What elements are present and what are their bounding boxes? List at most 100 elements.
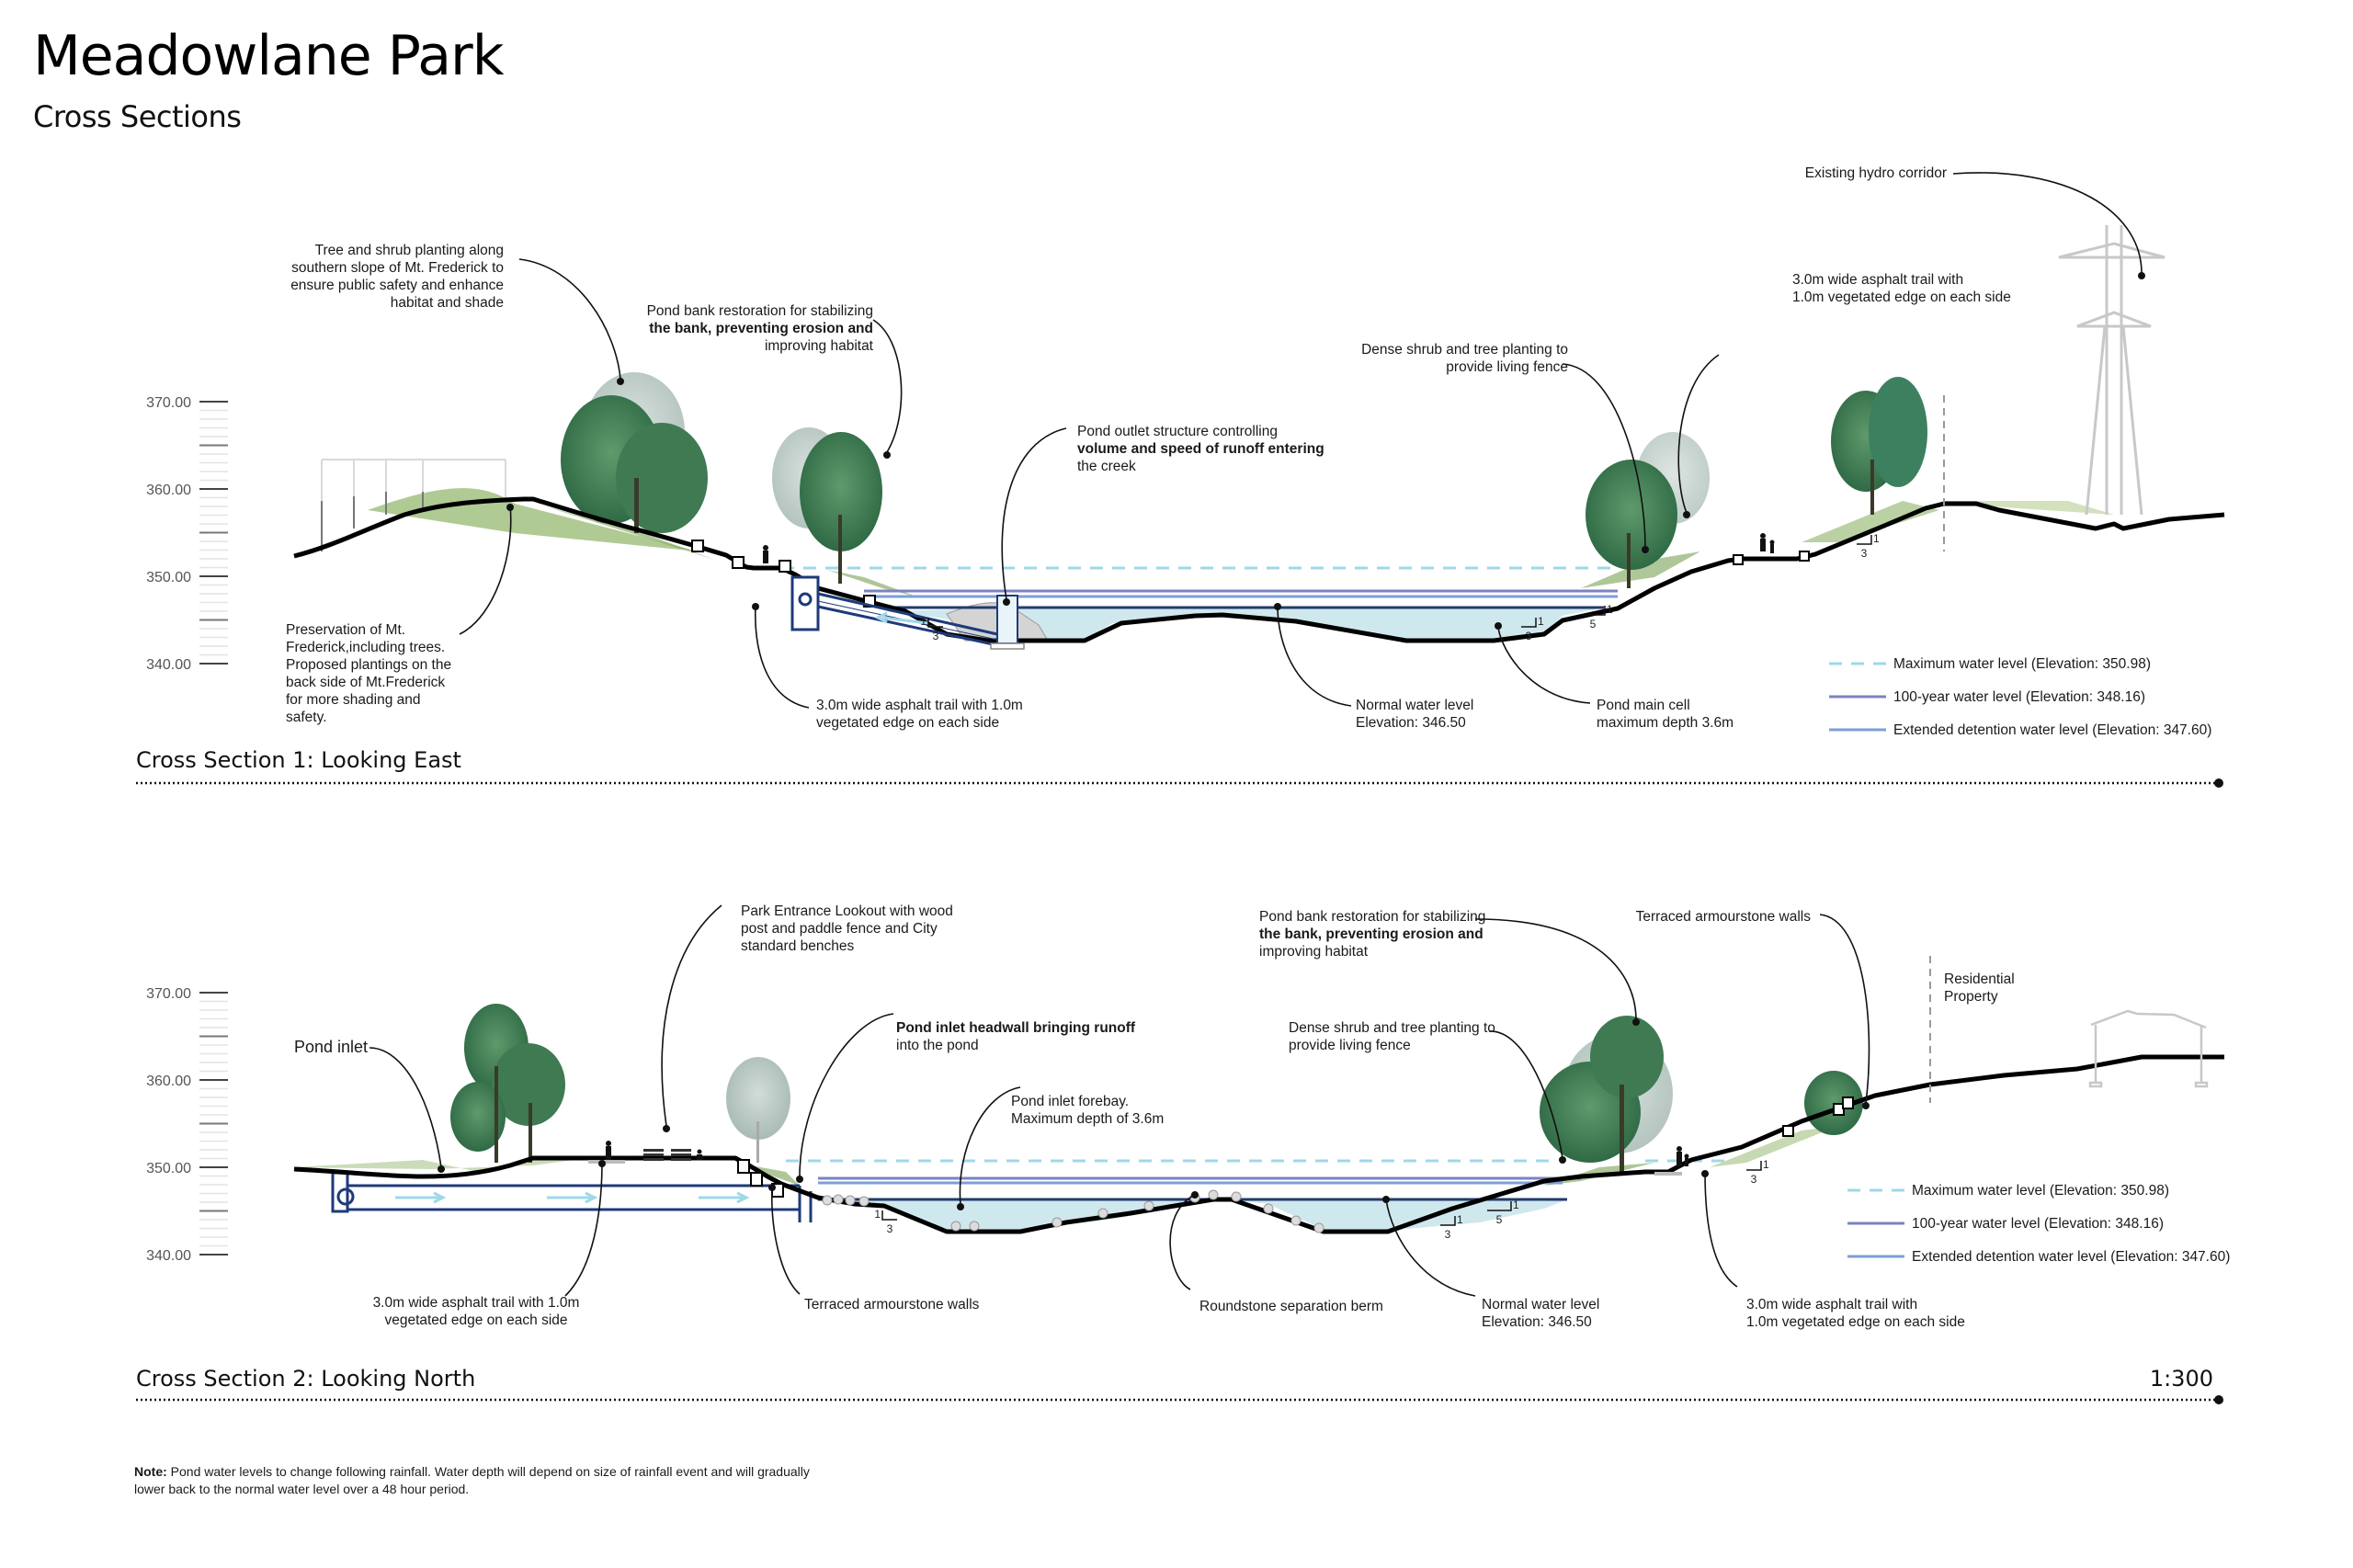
callout-line: safety. xyxy=(286,710,327,725)
legend-label: 100-year water level (Elevation: 348.16) xyxy=(1912,1216,2164,1232)
callout-line: improving habitat xyxy=(765,338,874,354)
svg-text:1: 1 xyxy=(1607,603,1613,616)
callout-line: for more shading and xyxy=(286,692,420,708)
callout-line: 1.0m vegetated edge on each side xyxy=(1746,1314,1965,1330)
divider-end-dot xyxy=(2214,778,2223,788)
outlet-structure xyxy=(790,575,998,647)
axis-tick-label: 370.00 xyxy=(146,395,191,411)
axis-tick-label: 370.00 xyxy=(146,986,191,1002)
callout-line: Elevation: 346.50 xyxy=(1356,715,1466,731)
callout-line: vegetated edge on each side xyxy=(384,1312,567,1328)
callout-line: habitat and shade xyxy=(391,295,504,311)
retaining-blocks xyxy=(691,540,1810,608)
svg-text:3: 3 xyxy=(1445,1228,1451,1241)
person-icon xyxy=(763,533,1775,563)
legend-item: Extended detention water level (Elevatio… xyxy=(1829,722,2211,738)
legend-item: 100-year water level (Elevation: 348.16) xyxy=(1847,1216,2164,1232)
section-title: Cross Section 1: Looking East xyxy=(136,747,461,773)
axis-tick-label: 350.00 xyxy=(146,570,191,585)
svg-text:1: 1 xyxy=(1873,532,1880,545)
callout-line: Pond inlet xyxy=(294,1038,368,1056)
callout-line: the bank, preventing erosion and xyxy=(649,321,873,336)
callout-line: Property xyxy=(1944,989,1998,1005)
callout-terraced-left: Terraced armourstone walls xyxy=(804,1297,980,1312)
svg-text:1: 1 xyxy=(1763,1158,1769,1171)
note-text: Pond water levels to change following ra… xyxy=(134,1464,810,1496)
water-levels xyxy=(781,566,1618,609)
flow-arrow-icon xyxy=(395,1191,750,1204)
callout-line: Pond main cell xyxy=(1597,698,1690,713)
callout-line: Preservation of Mt. xyxy=(286,622,405,638)
axis-tick-label: 340.00 xyxy=(146,657,191,673)
callout-line: Existing hydro corridor xyxy=(1805,165,1947,181)
callout-line: into the pond xyxy=(896,1038,979,1053)
callout-line: 3.0m wide asphalt trail with 1.0m xyxy=(816,698,1023,713)
trail-surface xyxy=(588,1160,625,1164)
svg-text:3: 3 xyxy=(1526,630,1532,642)
legend: Maximum water level (Elevation: 350.98) 1… xyxy=(1829,656,2211,738)
callout-line: Dense shrub and tree planting to xyxy=(1361,342,1568,358)
callout-pond-inlet: Pond inlet xyxy=(294,1038,368,1056)
callout-line: Normal water level xyxy=(1356,698,1473,713)
legend-item: Maximum water level (Elevation: 350.98) xyxy=(1829,656,2151,672)
callout-forebay: Pond inlet forebay.Maximum depth of 3.6m xyxy=(1011,1094,1164,1127)
drawing-scale: 1:300 xyxy=(2150,1366,2213,1392)
callout-line: 1.0m vegetated edge on each side xyxy=(1792,290,2011,305)
callout-line: standard benches xyxy=(741,938,854,954)
slope-ratio-marker: 13 xyxy=(1521,615,1544,642)
callout-line: Residential xyxy=(1944,971,2015,987)
callout-line: maximum depth 3.6m xyxy=(1597,715,1733,731)
callout-line: southern slope of Mt. Frederick to xyxy=(291,260,504,276)
svg-text:5: 5 xyxy=(1590,618,1597,631)
callout-line: Pond bank restoration for stabilizing xyxy=(1259,909,1485,925)
slope-ratio-marker: 13 xyxy=(920,615,943,642)
legend: Maximum water level (Elevation: 350.98)1… xyxy=(1847,1183,2230,1265)
trees xyxy=(561,372,1927,588)
callout-line: back side of Mt.Frederick xyxy=(286,675,445,690)
callout-line: provide living fence xyxy=(1289,1038,1411,1053)
callout-line: Roundstone separation berm xyxy=(1199,1299,1383,1314)
axis-tick-label: 360.00 xyxy=(146,1074,191,1089)
note-label: Note: xyxy=(134,1464,167,1479)
svg-text:3: 3 xyxy=(1751,1173,1757,1186)
axis-tick-label: 340.00 xyxy=(146,1248,191,1264)
svg-text:1: 1 xyxy=(874,1208,881,1221)
svg-text:3: 3 xyxy=(887,1222,893,1235)
inlet-pipe xyxy=(331,1171,813,1222)
callout-trail-right: 3.0m wide asphalt trail with 1.0m vegetat… xyxy=(1792,272,2011,305)
axis-tick-label: 360.00 xyxy=(146,483,191,498)
callout-line: Pond outlet structure controlling xyxy=(1077,424,1278,439)
elevation-axis: 370.00 360.00 350.00 340.00 xyxy=(146,395,228,673)
legend-label: 100-year water level (Elevation: 348.16) xyxy=(1893,689,2145,705)
callout-trail-right: 3.0m wide asphalt trail with 1.0m vegetat… xyxy=(1746,1297,1965,1330)
callout-line: post and paddle fence and City xyxy=(741,921,938,937)
outlet-riser xyxy=(990,595,1025,650)
callout-line: 3.0m wide asphalt trail with xyxy=(1792,272,1963,288)
callout-line: Proposed plantings on the xyxy=(286,657,451,673)
legend-item: 100-year water level (Elevation: 348.16) xyxy=(1829,689,2145,705)
callout-line: Pond inlet headwall bringing runoff xyxy=(896,1020,1136,1036)
legend-label: Extended detention water level (Elevatio… xyxy=(1912,1249,2230,1265)
callout-line: Terraced armourstone walls xyxy=(1636,909,1812,925)
house-outline xyxy=(2088,1009,2209,1088)
callout-dots xyxy=(438,1018,1870,1210)
pond-water xyxy=(882,608,1599,641)
trail-surface xyxy=(1654,1172,1682,1176)
callout-line: Pond inlet forebay. xyxy=(1011,1094,1129,1109)
person-icon xyxy=(606,1141,1689,1166)
svg-text:3: 3 xyxy=(1861,547,1868,560)
axis-tick-label: 350.00 xyxy=(146,1161,191,1176)
callout-line: Dense shrub and tree planting to xyxy=(1289,1020,1495,1036)
callout-line: 3.0m wide asphalt trail with xyxy=(1746,1297,1917,1312)
callout-line: Normal water level xyxy=(1482,1297,1599,1312)
pond-water xyxy=(818,1199,1567,1230)
ground-profile xyxy=(293,1054,2224,1234)
callout-dense-shrub: Dense shrub and tree planting to provide … xyxy=(1289,1020,1495,1053)
water-levels xyxy=(786,1159,1728,1201)
